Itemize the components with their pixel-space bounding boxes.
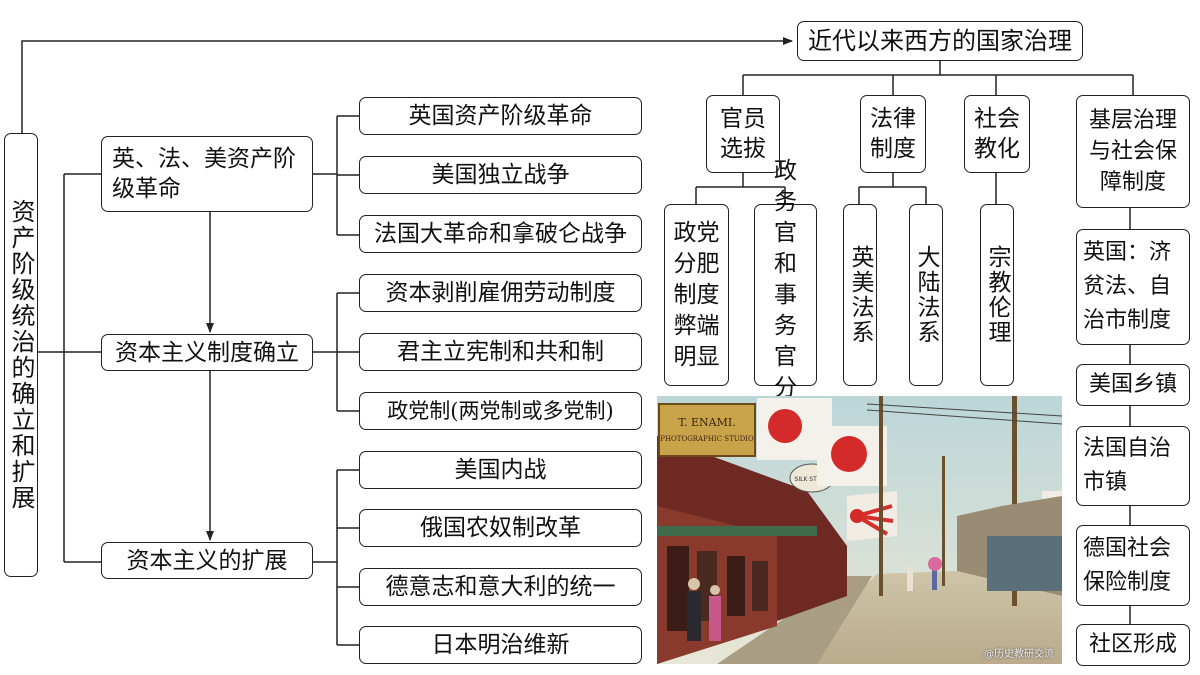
grassroots-node: 基层治理与社会保障制度 <box>1076 95 1190 208</box>
officials-child: 政党分肥制度弊端明显 <box>664 204 729 386</box>
street-photo: T. ENAMI. PHOTOGRAPHIC STUDIO SILK STORE… <box>657 396 1062 664</box>
education-child: 宗教伦理 <box>980 204 1014 386</box>
established-child: 资本剥削雇佣劳动制度 <box>359 274 642 312</box>
revolution-node: 英、法、美资产阶级革命 <box>101 136 313 212</box>
law-child: 大陆法系 <box>909 204 943 386</box>
expansion-child: 美国内战 <box>359 451 642 489</box>
grassroots-child: 德国社会保险制度 <box>1076 525 1190 606</box>
officials-child: 政务官和事务官分离 <box>754 158 817 432</box>
established-node: 资本主义制度确立 <box>101 334 313 371</box>
established-child: 君主立宪制和共和制 <box>359 333 642 371</box>
law-node: 法律制度 <box>860 95 926 173</box>
revolution-child: 英国资产阶级革命 <box>359 97 642 135</box>
grassroots-child: 社区形成 <box>1076 624 1190 666</box>
officials-node: 官员选拔 <box>706 95 780 173</box>
studio-sign: T. ENAMI. <box>678 416 735 429</box>
silk-store-sign: SILK STORE <box>795 476 830 483</box>
top-title-node: 近代以来西方的国家治理 <box>797 21 1083 61</box>
law-child: 英美法系 <box>843 204 877 386</box>
expansion-child: 日本明治维新 <box>359 626 642 664</box>
root-node: 资产阶级统治的确立和扩展 <box>4 133 38 577</box>
watermark: @历史教研交流 <box>984 649 1054 660</box>
studio-sign-sub: PHOTOGRAPHIC STUDIO <box>660 435 754 443</box>
revolution-child: 法国大革命和拿破仑战争 <box>359 215 642 253</box>
expansion-child: 俄国农奴制改革 <box>359 509 642 547</box>
grassroots-child: 美国乡镇 <box>1076 364 1190 406</box>
established-child: 政党制(两党制或多党制) <box>359 392 642 430</box>
expansion-child: 德意志和意大利的统一 <box>359 568 642 606</box>
education-node: 社会教化 <box>964 95 1030 173</box>
revolution-child: 美国独立战争 <box>359 156 642 194</box>
expansion-node: 资本主义的扩展 <box>101 542 313 579</box>
grassroots-child: 法国自治市镇 <box>1076 426 1190 506</box>
grassroots-child: 英国：济贫法、自治市制度 <box>1076 229 1190 345</box>
